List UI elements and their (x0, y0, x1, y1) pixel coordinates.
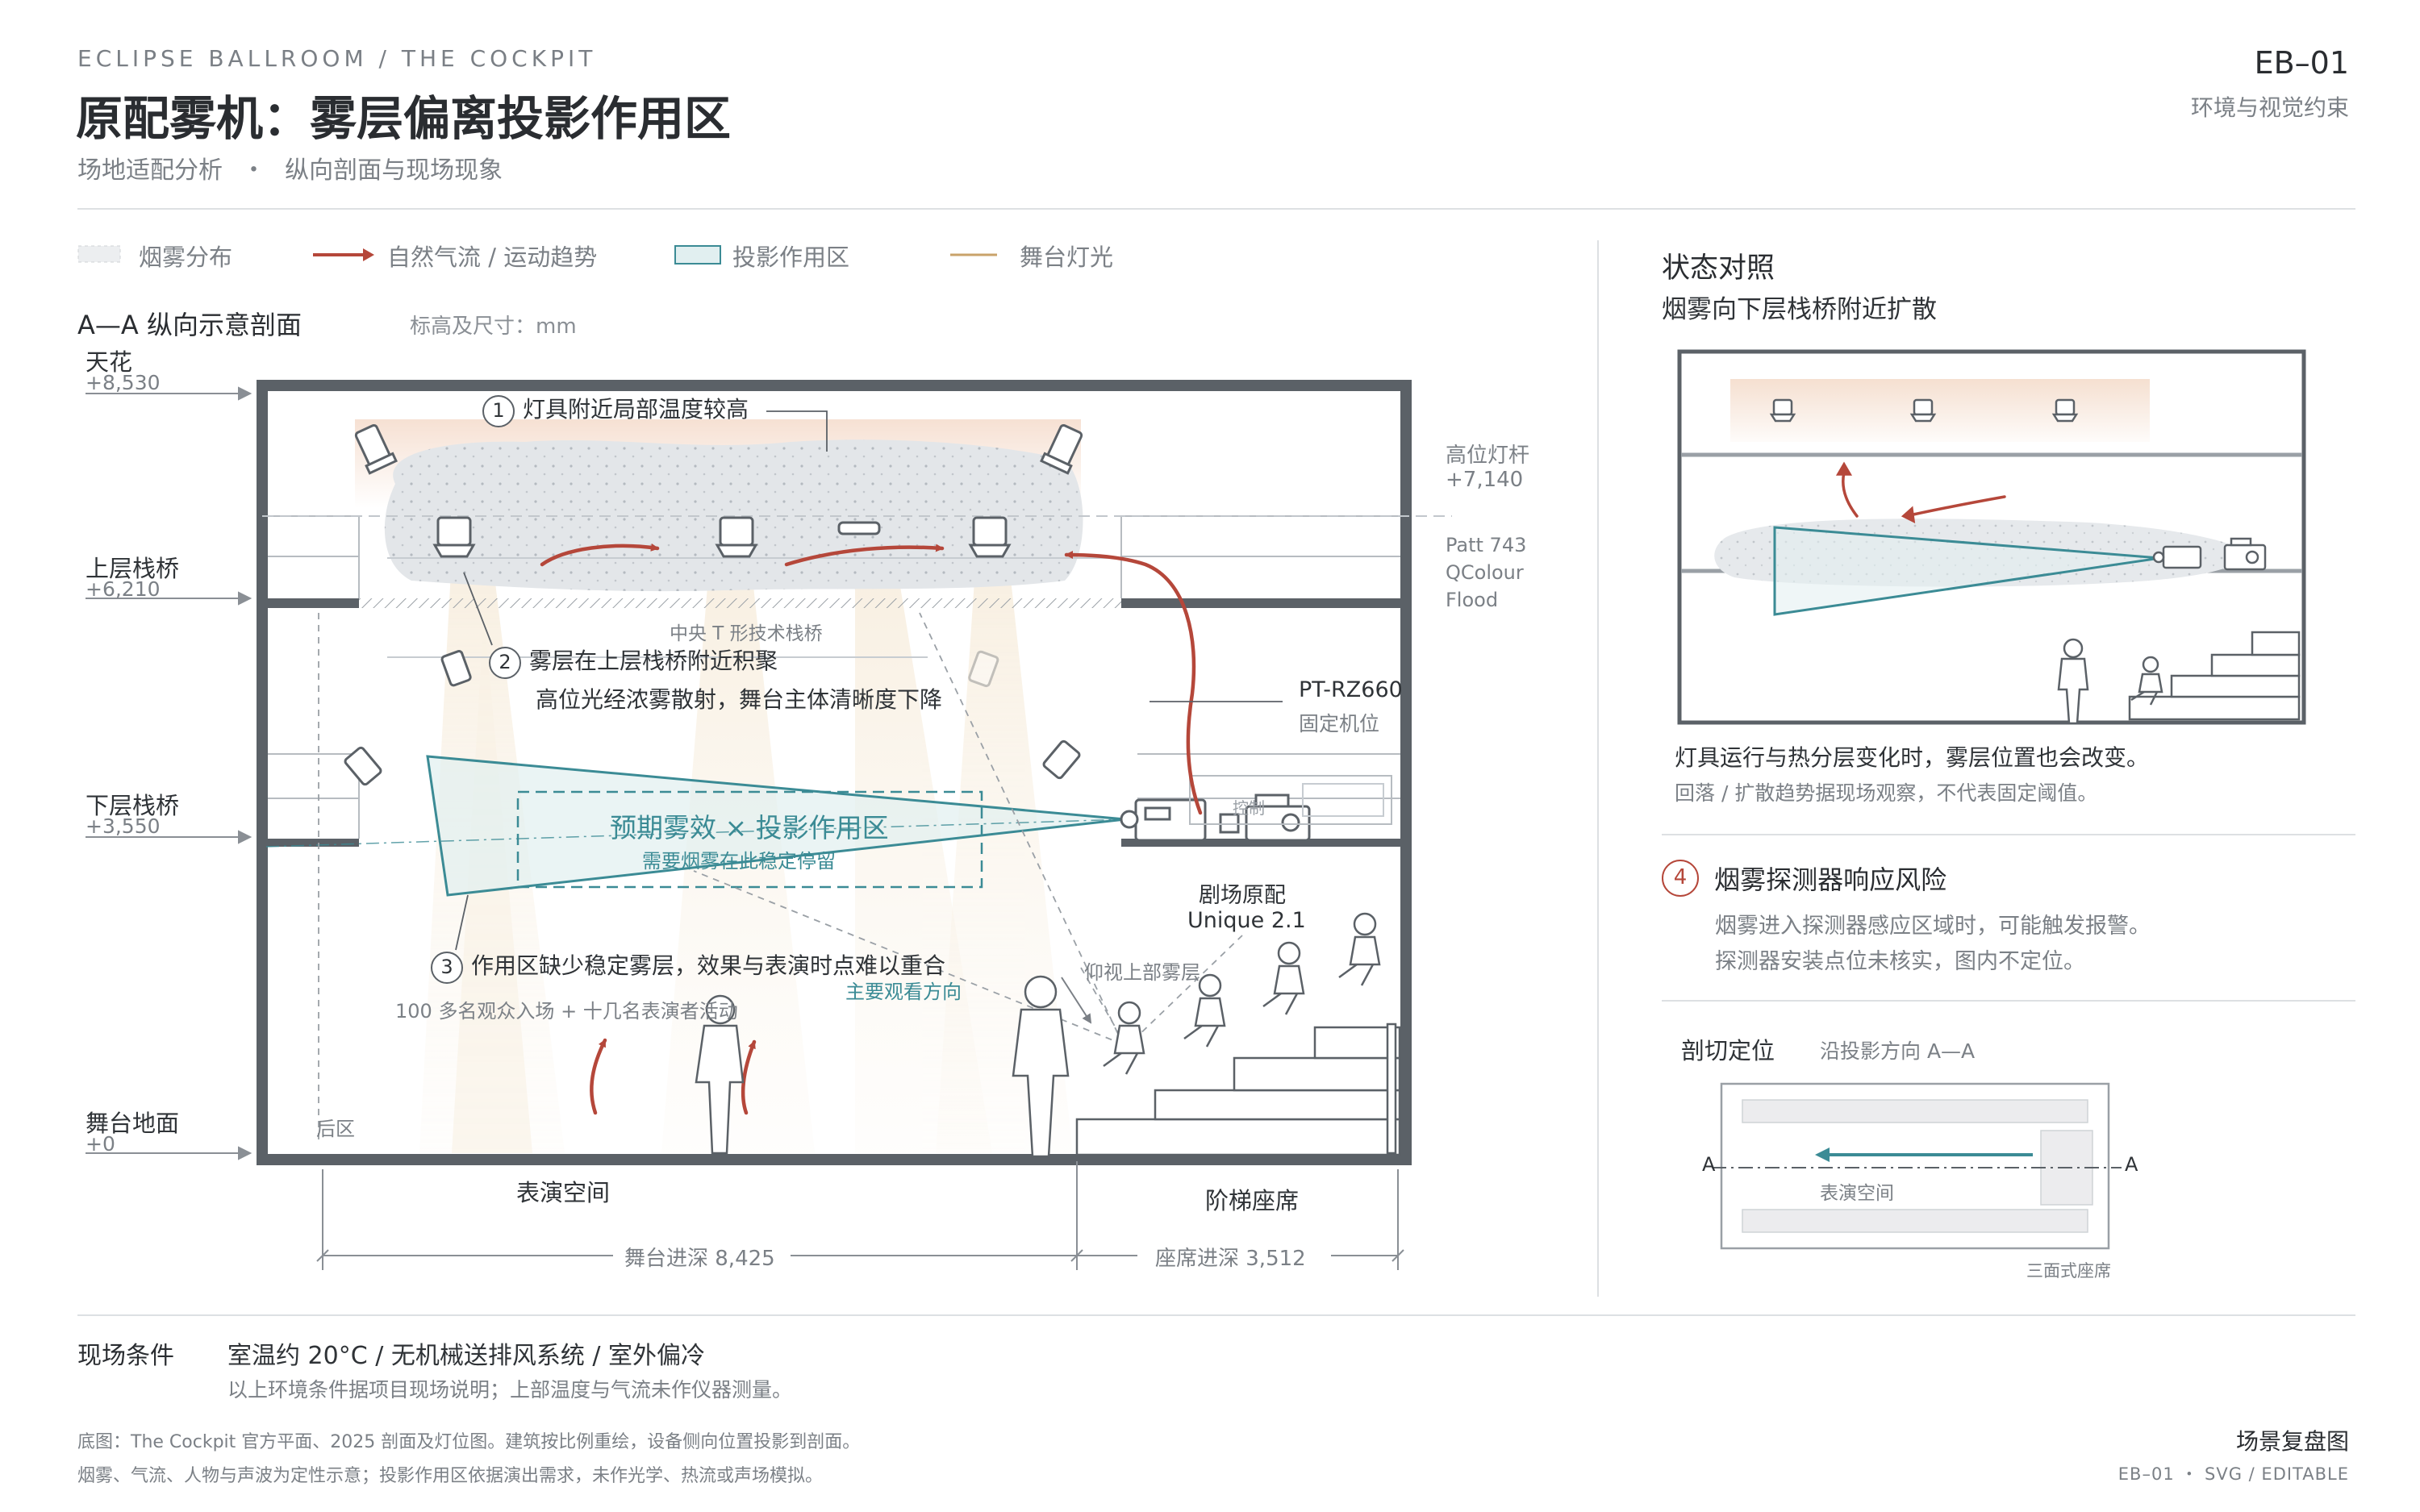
callout-1: 1 灯具附近局部温度较高 (482, 392, 749, 427)
risk-line-1: 烟雾进入探测器感应区域时，可能触发报警。 (1715, 914, 2151, 939)
conditions-line-2: 以上环境条件据项目现场说明；上部温度与气流未作仪器测量。 (227, 1378, 793, 1402)
callout-3: 3 作用区缺少稳定雾层，效果与表演时点难以重合 (431, 948, 945, 984)
state-compare-subtitle: 烟雾向下层栈桥附近扩散 (1662, 295, 1937, 324)
projection-zone-title: 预期雾效 × 投影作用区 (610, 812, 889, 843)
level-value-ceiling: +8,530 (86, 371, 161, 394)
level-name-upper-bridge: 上层栈桥 (86, 555, 180, 582)
callout-2: 2 雾层在上层栈桥附近积聚 (489, 644, 778, 679)
section-unit-note: 标高及尺寸：mm (410, 314, 577, 339)
high-pipe-label: 高位灯杆 (1446, 444, 1530, 468)
level-markers (86, 386, 252, 1160)
projector-model-label: PT-RZ660 (1299, 677, 1403, 702)
projection-zone (265, 755, 1126, 897)
cut-label-a-left: A (1702, 1153, 1716, 1176)
risk-block: 4 烟雾探测器响应风险 (1662, 860, 1946, 897)
callout-2-detail: 高位光经浓雾散射，舞台主体清晰度下降 (536, 686, 943, 713)
state-note-main: 灯具运行与热分层变化时，雾层位置也会改变。 (1675, 744, 2150, 771)
level-name-lower-bridge: 下层栈桥 (86, 792, 180, 819)
level-name-ceiling: 天花 (86, 348, 133, 376)
callout-3-number: 3 (431, 952, 463, 984)
level-name-stage-floor: 舞台地面 (86, 1110, 180, 1137)
back-area-label: 后区 (316, 1118, 355, 1140)
footer-title: 场景复盘图 (2235, 1428, 2349, 1455)
risk-line-2: 探测器安装点位未核实，图内不定位。 (1715, 949, 2085, 974)
control-tag: 控制 (1233, 798, 1265, 818)
section-title: A—A 纵向示意剖面 (77, 310, 302, 340)
risk-title: 烟雾探测器响应风险 (1714, 864, 1947, 895)
cut-location-plan (1712, 1082, 2122, 1250)
cut-location-subtitle: 沿投影方向 A—A (1820, 1039, 1976, 1063)
viewing-direction-label: 主要观看方向 (845, 981, 962, 1003)
sheet-code: EB–01 (2254, 45, 2349, 81)
state-note-sub: 回落 / 扩散趋势据现场观察，不代表固定阈值。 (1675, 781, 2098, 805)
fixture-line-3: Flood (1446, 589, 1499, 611)
header-divider (77, 208, 2355, 210)
audience-figures (1103, 912, 1381, 1075)
section-drawing (86, 380, 1452, 1270)
dimension-lines (316, 1161, 1404, 1270)
subtitle-part-a: 场地适配分析 (77, 156, 223, 185)
risk-number: 4 (1662, 860, 1699, 897)
legend-label-light: 舞台灯光 (1020, 244, 1114, 271)
smoke-swatch-icon (77, 245, 121, 263)
footer-note-1: 底图：The Cockpit 官方平面、2025 剖面及灯位图。建筑按比例重绘，… (77, 1432, 861, 1452)
performer-figures (695, 975, 1070, 1158)
projection-zone-swatch-icon (674, 245, 721, 264)
stage-lights (344, 423, 1083, 786)
fixture-line-2: QColour (1446, 561, 1524, 584)
performance-space-label: 表演空间 (516, 1179, 611, 1206)
stage-light-line-icon (950, 253, 997, 256)
subtitle-separator: ・ (241, 156, 266, 185)
level-value-lower-bridge: +3,550 (86, 814, 161, 838)
legend-label-projection: 投影作用区 (732, 244, 850, 271)
control-desk (1189, 775, 1392, 825)
conditions-line-1: 室温约 20°C / 无机械送排风系统 / 室外偏冷 (227, 1342, 706, 1370)
footer-meta: EB–01 ・ SVG / EDITABLE (2118, 1464, 2349, 1484)
central-t-bridge (359, 598, 1133, 608)
fixture-line-1: Patt 743 (1446, 534, 1527, 556)
cut-space-label: 表演空间 (1820, 1183, 1894, 1204)
level-value-stage-floor: +0 (86, 1132, 115, 1156)
crowd-label: 100 多名观众入场 + 十几名表演者活动 (395, 1000, 738, 1023)
projector-note-label: 固定机位 (1299, 712, 1380, 735)
subtitle-part-b: 纵向剖面与现场现象 (285, 156, 503, 185)
cut-seats-label: 三面式座席 (2026, 1261, 2111, 1281)
callout-1-number: 1 (482, 395, 515, 427)
right-divider-2 (1662, 1000, 2355, 1002)
legend-label-smoke: 烟雾分布 (139, 244, 233, 271)
state-compare-title: 状态对照 (1662, 252, 1775, 285)
legend: 烟雾分布 自然气流 / 运动趋势 投影作用区 舞台灯光 (77, 239, 1610, 271)
conditions-divider (77, 1314, 2355, 1316)
fog-machine-name: 剧场原配 (1199, 883, 1286, 908)
level-value-upper-bridge: +6,210 (86, 577, 161, 601)
callout-1-text: 灯具附近局部温度较高 (523, 396, 749, 423)
callout-2-number: 2 (489, 647, 521, 679)
project-eyebrow: ECLIPSE BALLROOM / THE COCKPIT (77, 45, 597, 72)
page-title: 原配雾机：雾层偏离投影作用区 (76, 91, 732, 146)
seating-label: 阶梯座席 (1205, 1187, 1300, 1214)
tiered-seating (1075, 1023, 1401, 1156)
seat-depth-dimension: 座席进深 3,512 (1155, 1247, 1306, 1271)
callout-2-text: 雾层在上层栈桥附近积聚 (529, 648, 778, 674)
panel-divider (1597, 240, 1599, 1297)
stage-depth-dimension: 舞台进深 8,425 (624, 1247, 775, 1271)
cut-label-a-right: A (2125, 1153, 2138, 1176)
t-bridge-label: 中央 T 形技术栈桥 (670, 623, 823, 644)
high-pipe-value: +7,140 (1446, 468, 1524, 492)
footer-note-2: 烟雾、气流、人物与声波为定性示意；投影作用区依据演出需求，未作光学、热流或声场模… (77, 1466, 824, 1486)
fog-machine-model: Unique 2.1 (1187, 908, 1306, 933)
state-compare-diagram (1677, 349, 2306, 725)
right-divider-1 (1662, 834, 2355, 835)
cut-location-title: 剖切定位 (1681, 1037, 1775, 1064)
page-subtitle: 场地适配分析 ・ 纵向剖面与现场现象 (77, 150, 503, 185)
look-up-label: 仰视上部雾层 (1084, 961, 1200, 984)
airflow-arrow-icon (313, 248, 374, 261)
callout-leaders (455, 410, 1283, 951)
projector-pt-rz660 (1120, 798, 1207, 842)
projection-zone-subtitle: 需要烟雾在此稳定停留 (642, 850, 836, 873)
sheet-category: 环境与视觉约束 (2190, 94, 2349, 121)
legend-label-airflow: 自然气流 / 运动趋势 (387, 244, 598, 271)
callout-3-text: 作用区缺少稳定雾层，效果与表演时点难以重合 (471, 952, 946, 979)
conditions-label: 现场条件 (77, 1342, 174, 1370)
